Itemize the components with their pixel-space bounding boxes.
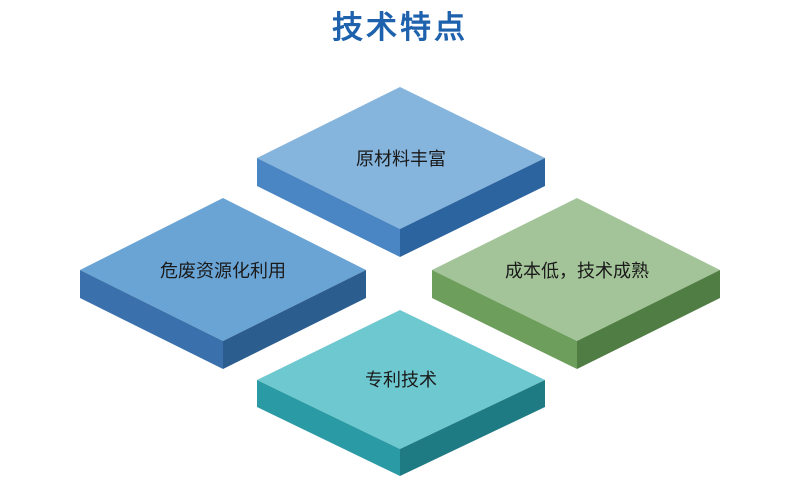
tile-left-face <box>257 380 400 476</box>
page-title: 技术特点 <box>332 10 468 46</box>
tile-left-face <box>80 270 223 369</box>
tile-patent: 专利技术 <box>257 310 545 476</box>
tile-label: 成本低，技术成熟 <box>505 261 649 282</box>
tile-label: 专利技术 <box>365 370 437 391</box>
tile-top-face <box>432 198 720 341</box>
tile-label: 危废资源化利用 <box>160 261 286 282</box>
tile-left-face <box>257 158 400 257</box>
tile-raw-materials: 原材料丰富 <box>257 87 545 257</box>
tile-top-face <box>257 87 545 229</box>
tile-top-face <box>257 310 545 449</box>
tile-right-face <box>577 270 720 369</box>
tile-low-cost: 成本低，技术成熟 <box>432 198 720 369</box>
tile-top-face <box>80 198 366 341</box>
tile-hazardous-waste: 危废资源化利用 <box>80 198 366 369</box>
tile-left-face <box>432 270 577 369</box>
tile-right-face <box>400 158 545 257</box>
tile-right-face <box>400 380 545 476</box>
tile-label: 原材料丰富 <box>356 149 446 170</box>
tile-right-face <box>223 270 366 369</box>
